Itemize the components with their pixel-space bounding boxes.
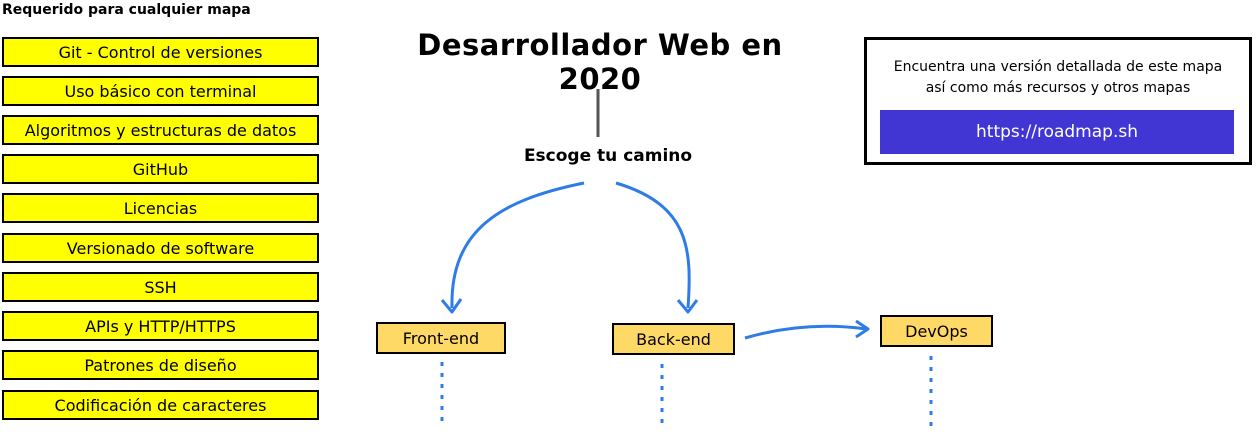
page-title: Desarrollador Web en 2020 <box>417 28 783 96</box>
arrow-to-devops <box>744 324 867 340</box>
required-item-versioning[interactable]: Versionado de software <box>2 233 319 263</box>
info-text-line-1: Encuentra una versión detallada de este … <box>893 59 1223 75</box>
choose-path-label: Escoge tu camino <box>523 146 693 166</box>
required-item-terminal[interactable]: Uso básico con terminal <box>2 76 319 106</box>
arrow-to-backend <box>615 181 691 309</box>
info-box: Encuentra una versión detallada de este … <box>864 37 1252 165</box>
required-section-title: Requerido para cualquier mapa <box>2 2 251 18</box>
required-item-github[interactable]: GitHub <box>2 154 319 184</box>
required-item-licenses[interactable]: Licencias <box>2 193 319 223</box>
arrow-to-frontend <box>450 181 585 309</box>
roadmap-link-button[interactable]: https://roadmap.sh <box>880 110 1234 154</box>
required-item-design-patterns[interactable]: Patrones de diseño <box>2 350 319 380</box>
required-item-git[interactable]: Git - Control de versiones <box>2 37 319 67</box>
required-item-algorithms[interactable]: Algoritmos y estructuras de datos <box>2 115 319 145</box>
backend-node[interactable]: Back-end <box>612 323 735 355</box>
info-text-line-2: así como más recursos y otros mapas <box>925 80 1191 96</box>
devops-node[interactable]: DevOps <box>880 315 993 347</box>
required-item-encoding[interactable]: Codificación de caracteres <box>2 390 319 420</box>
required-item-ssh[interactable]: SSH <box>2 272 319 302</box>
info-text: Encuentra una versión detallada de este … <box>867 57 1249 99</box>
frontend-node[interactable]: Front-end <box>376 322 506 354</box>
arrow-head-frontend <box>440 298 463 314</box>
arrow-head-devops <box>855 319 870 339</box>
required-item-apis[interactable]: APIs y HTTP/HTTPS <box>2 311 319 341</box>
arrow-head-backend <box>676 299 699 314</box>
